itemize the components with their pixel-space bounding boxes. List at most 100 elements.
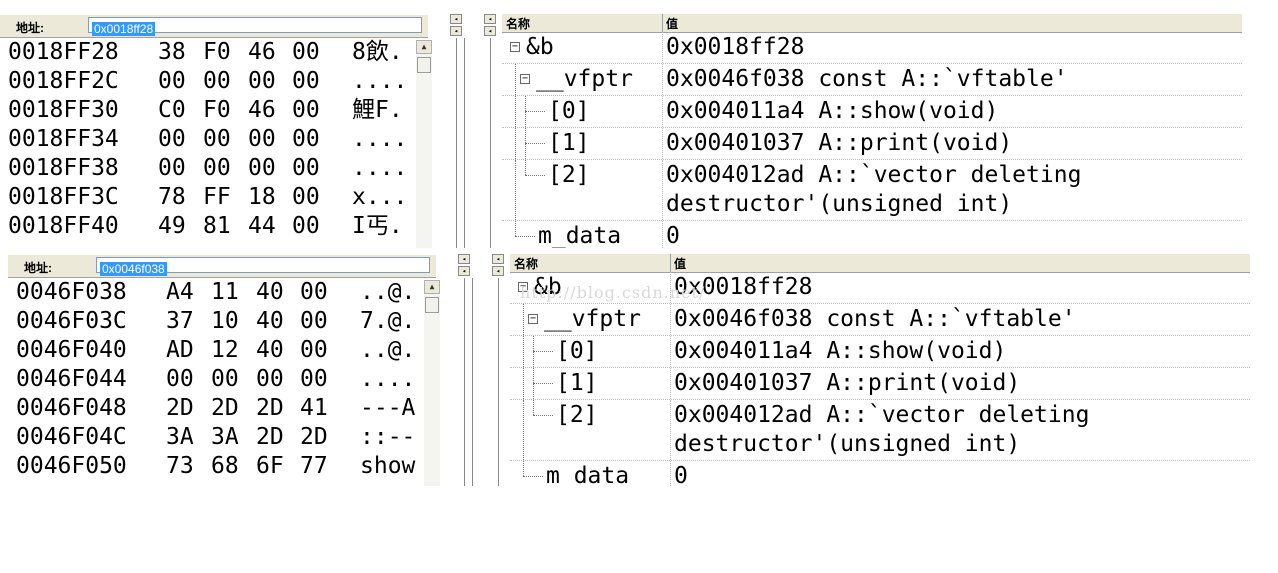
watch-name: [1] bbox=[556, 370, 598, 396]
address-bar: 地址: 0x0046f038 bbox=[8, 254, 436, 278]
watch-value[interactable]: 0x0018ff28 bbox=[674, 274, 813, 300]
address-value[interactable]: 0x0018ff28 bbox=[92, 22, 156, 36]
address-label: 地址: bbox=[16, 21, 44, 35]
address-input[interactable]: 0x0046f038 bbox=[96, 257, 430, 276]
watch-value[interactable]: 0 bbox=[666, 223, 680, 248]
watch-row[interactable]: [1] 0x00401037 A::print(void) bbox=[502, 128, 1242, 160]
watch-name: [2] bbox=[548, 162, 590, 188]
splitter-line bbox=[498, 278, 499, 486]
watch-row[interactable]: m_data 0 bbox=[510, 461, 1250, 486]
watch-value[interactable]: 0 bbox=[674, 463, 688, 486]
memory-scrollbar[interactable]: ▲ bbox=[416, 40, 432, 248]
watch-value[interactable]: 0x0018ff28 bbox=[666, 34, 805, 60]
pane-splitter[interactable]: ◂ ◂ ◂ ◂ bbox=[440, 0, 500, 248]
scroll-thumb[interactable] bbox=[417, 57, 431, 73]
watch-name: &b bbox=[534, 274, 562, 300]
watch-row[interactable]: − &b 0x0018ff28 bbox=[510, 272, 1250, 304]
column-value-header[interactable]: 值 bbox=[666, 17, 679, 31]
watch-header: 名称 值 bbox=[502, 14, 1242, 33]
watch-name: [0] bbox=[556, 338, 598, 364]
collapse-icon[interactable]: − bbox=[528, 313, 538, 324]
splitter-tab-icon[interactable]: ◂ bbox=[492, 254, 504, 264]
column-divider[interactable] bbox=[670, 254, 671, 272]
column-value-header[interactable]: 值 bbox=[674, 257, 687, 271]
watch-name: [2] bbox=[556, 402, 598, 428]
scroll-thumb[interactable] bbox=[425, 297, 439, 313]
splitter-line bbox=[456, 38, 457, 248]
watch-value[interactable]: 0x0046f038 const A::`vftable' bbox=[674, 306, 1076, 332]
watch-value[interactable]: 0x004011a4 A::show(void) bbox=[666, 98, 999, 124]
splitter-line bbox=[490, 38, 491, 248]
address-label: 地址: bbox=[24, 261, 52, 275]
watch-row[interactable]: [1] 0x00401037 A::print(void) bbox=[510, 368, 1250, 400]
splitter-tab-icon[interactable]: ◂ bbox=[450, 14, 462, 24]
splitter-line bbox=[472, 278, 473, 486]
watch-name: __vfptr bbox=[544, 306, 641, 332]
watch-name: m_data bbox=[546, 463, 630, 486]
column-name-header[interactable]: 名称 bbox=[514, 257, 539, 271]
address-bar: 地址: 0x0018ff28 bbox=[0, 14, 428, 38]
watch-header: 名称 值 bbox=[510, 254, 1250, 273]
splitter-line bbox=[464, 38, 465, 248]
collapse-icon[interactable]: − bbox=[520, 73, 530, 84]
splitter-tab-icon[interactable]: ◂ bbox=[458, 254, 470, 264]
watch-value[interactable]: 0x00401037 A::print(void) bbox=[674, 370, 1021, 396]
watch-row[interactable]: [2] 0x004012ad A::`vector deleting destr… bbox=[502, 160, 1242, 221]
watch-row[interactable]: [2] 0x004012ad A::`vector deleting destr… bbox=[510, 400, 1250, 461]
splitter-tab-icon[interactable]: ◂ bbox=[458, 266, 470, 276]
memory-scrollbar[interactable]: ▲ bbox=[424, 280, 440, 486]
watch-row[interactable]: m_data 0 bbox=[502, 221, 1242, 248]
watch-rows: − &b 0x0018ff28 − __vfptr 0x0046f038 con… bbox=[502, 32, 1242, 248]
watch-value[interactable]: 0x004012ad A::`vector deleting destructo… bbox=[674, 402, 1090, 457]
scroll-up-icon[interactable]: ▲ bbox=[416, 40, 432, 54]
scroll-up-icon[interactable]: ▲ bbox=[424, 280, 440, 294]
splitter-tab-icon[interactable]: ◂ bbox=[450, 26, 462, 36]
address-input[interactable]: 0x0018ff28 bbox=[88, 17, 422, 36]
watch-row[interactable]: − __vfptr 0x0046f038 const A::`vftable' bbox=[510, 304, 1250, 336]
splitter-tab-icon[interactable]: ◂ bbox=[492, 266, 504, 276]
watch-window: 名称 值 − &b 0x0018ff28 − __vfptr 0x0046f03… bbox=[502, 0, 1242, 248]
collapse-icon[interactable]: − bbox=[518, 281, 528, 292]
splitter-tab-icon[interactable]: ◂ bbox=[484, 26, 496, 36]
watch-value[interactable]: 0x00401037 A::print(void) bbox=[666, 130, 1013, 156]
column-name-header[interactable]: 名称 bbox=[506, 17, 531, 31]
pane-splitter[interactable]: ◂ ◂ ◂ ◂ bbox=[448, 252, 508, 486]
watch-value[interactable]: 0x0046f038 const A::`vftable' bbox=[666, 66, 1068, 92]
watch-row[interactable]: [0] 0x004011a4 A::show(void) bbox=[502, 96, 1242, 128]
watch-row[interactable]: [0] 0x004011a4 A::show(void) bbox=[510, 336, 1250, 368]
watch-name: [0] bbox=[548, 98, 590, 124]
address-value[interactable]: 0x0046f038 bbox=[100, 262, 167, 276]
watch-name: m_data bbox=[538, 223, 622, 248]
watch-name: &b bbox=[526, 34, 554, 60]
watch-rows: − &b 0x0018ff28 − __vfptr 0x0046f038 con… bbox=[510, 272, 1250, 486]
watch-value[interactable]: 0x004012ad A::`vector deleting destructo… bbox=[666, 162, 1082, 217]
collapse-icon[interactable]: − bbox=[510, 41, 520, 52]
watch-name: [1] bbox=[548, 130, 590, 156]
column-divider[interactable] bbox=[662, 14, 663, 32]
splitter-tab-icon[interactable]: ◂ bbox=[484, 14, 496, 24]
watermark: http://blog.csdn.net/ bbox=[520, 283, 706, 302]
splitter-line bbox=[464, 278, 465, 486]
watch-row[interactable]: − &b 0x0018ff28 bbox=[502, 32, 1242, 64]
watch-row[interactable]: − __vfptr 0x0046f038 const A::`vftable' bbox=[502, 64, 1242, 96]
watch-window: 名称 值 − &b 0x0018ff28 − __vfptr 0x0046f03… bbox=[510, 252, 1250, 486]
watch-value[interactable]: 0x004011a4 A::show(void) bbox=[674, 338, 1007, 364]
